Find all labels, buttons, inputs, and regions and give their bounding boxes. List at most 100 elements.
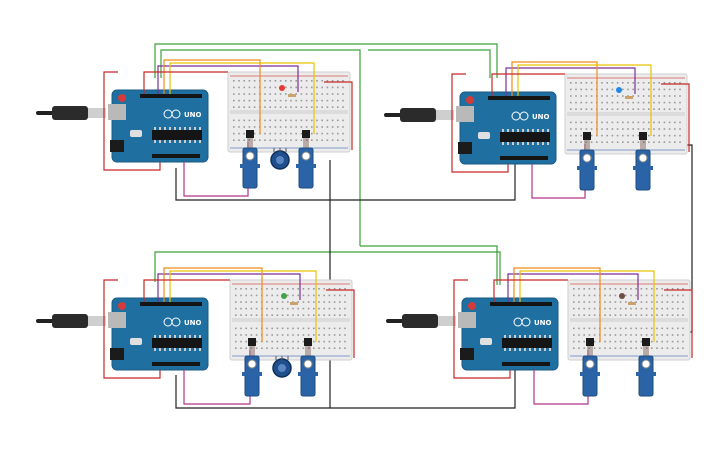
chip-pin xyxy=(179,127,181,130)
breadboard-hole xyxy=(575,108,577,110)
breadboard-hole xyxy=(243,119,245,122)
breadboard-hole xyxy=(337,132,339,135)
breadboard-hole xyxy=(630,327,632,330)
breadboard-hole xyxy=(573,294,575,297)
chip-pin xyxy=(542,142,544,145)
chip-pin xyxy=(154,335,156,338)
infinity-logo-right xyxy=(519,111,529,121)
breadboard-hole xyxy=(323,347,325,349)
jumper-wire xyxy=(511,61,598,136)
breadboard-hole xyxy=(255,294,258,297)
breadboard-hole xyxy=(321,86,323,89)
breadboard-hole xyxy=(580,128,582,130)
breadboard-hole xyxy=(300,86,303,89)
atmega-chip xyxy=(152,130,202,140)
jumper-wire xyxy=(326,289,355,358)
breadboard-hole xyxy=(637,108,640,110)
breadboard-hole xyxy=(253,99,256,102)
breadboard-hole xyxy=(663,121,666,124)
breadboard-hole xyxy=(614,294,617,297)
breadboard-hole xyxy=(682,327,684,330)
breadboard-hole xyxy=(578,314,580,316)
breadboard-hole xyxy=(285,86,287,89)
breadboard-hole xyxy=(627,108,629,110)
servo-leads xyxy=(303,138,309,148)
breadboard-gap xyxy=(230,110,348,114)
breadboard-hole xyxy=(235,347,237,349)
breadboard-hole xyxy=(588,288,591,290)
breadboard-hole xyxy=(264,119,266,122)
breadboard-hole xyxy=(321,126,323,128)
breadboard-hole xyxy=(606,141,608,143)
breadboard-hole xyxy=(295,119,297,122)
breadboard-hole xyxy=(274,99,277,102)
breadboard-hole xyxy=(661,301,663,303)
chip-pin xyxy=(169,335,171,338)
breadboard-hole xyxy=(640,340,643,343)
breadboard-hole xyxy=(311,119,313,122)
usb-plug-body xyxy=(52,314,88,328)
breadboard-hole xyxy=(580,141,582,143)
breadboard-hole xyxy=(656,294,658,297)
chip-pin xyxy=(199,127,201,130)
breadboard-hole xyxy=(287,314,289,316)
breadboard-hole xyxy=(311,106,313,108)
breadboard-hole xyxy=(640,307,643,310)
jumper-wire xyxy=(157,273,301,302)
breadboard-hole xyxy=(666,288,669,290)
breadboard-hole xyxy=(637,88,640,91)
breadboard-hole xyxy=(307,314,310,316)
chip-pin xyxy=(159,127,161,130)
chip-pin xyxy=(174,127,176,130)
breadboard-hole xyxy=(604,340,606,343)
breadboard-hole xyxy=(285,139,287,141)
breadboard-hole xyxy=(240,294,242,297)
breadboard-hole xyxy=(264,86,266,89)
breadboard-hole xyxy=(295,139,297,141)
breadboard-hole xyxy=(323,288,325,290)
breadboard-hole xyxy=(290,99,292,102)
breadboard-hole xyxy=(311,99,313,102)
breadboard-hole xyxy=(311,86,313,89)
breadboard-hole xyxy=(588,314,591,316)
chip-pin xyxy=(154,127,156,130)
breadboard-hole xyxy=(666,327,669,330)
breadboard-hole xyxy=(593,340,596,343)
red-power-wire xyxy=(451,73,509,173)
chip-pin xyxy=(159,335,161,338)
breadboard-hole xyxy=(285,126,287,128)
breadboard-hole xyxy=(287,307,289,310)
breadboard-hole xyxy=(593,314,596,316)
breadboard-hole xyxy=(253,139,256,141)
breadboard-hole xyxy=(653,88,655,91)
breadboard-hole xyxy=(645,294,648,297)
breadboard-hole xyxy=(290,126,292,128)
breadboard-hole xyxy=(674,95,676,97)
breadboard-hole xyxy=(321,132,323,135)
breadboard-hole xyxy=(281,334,284,336)
breadboard-hole xyxy=(651,340,653,343)
breadboard-hole xyxy=(305,86,308,89)
breadboard-hole xyxy=(637,141,640,143)
breadboard-hole xyxy=(333,340,336,343)
servo-flange xyxy=(636,372,656,376)
breadboard-hole xyxy=(619,301,622,303)
breadboard-hole xyxy=(276,347,279,349)
breadboard-hole xyxy=(614,327,617,330)
breadboard-hole xyxy=(342,80,344,82)
breadboard-hole xyxy=(573,301,575,303)
chip-pin xyxy=(514,335,516,338)
chip-pin xyxy=(194,335,196,338)
breadboard-hole xyxy=(276,288,279,290)
breadboard-hole xyxy=(328,327,331,330)
breadboard-hole xyxy=(640,294,643,297)
breadboard-hole xyxy=(601,121,603,124)
breadboard-hole xyxy=(637,101,640,104)
breadboard-hole xyxy=(611,108,614,110)
breadboard-hole xyxy=(240,314,242,316)
chip-pin xyxy=(534,348,536,351)
breadboard-hole xyxy=(305,106,308,108)
breadboard-hole xyxy=(616,108,619,110)
breadboard-hole xyxy=(255,301,258,303)
breadboard-hole xyxy=(313,340,315,343)
